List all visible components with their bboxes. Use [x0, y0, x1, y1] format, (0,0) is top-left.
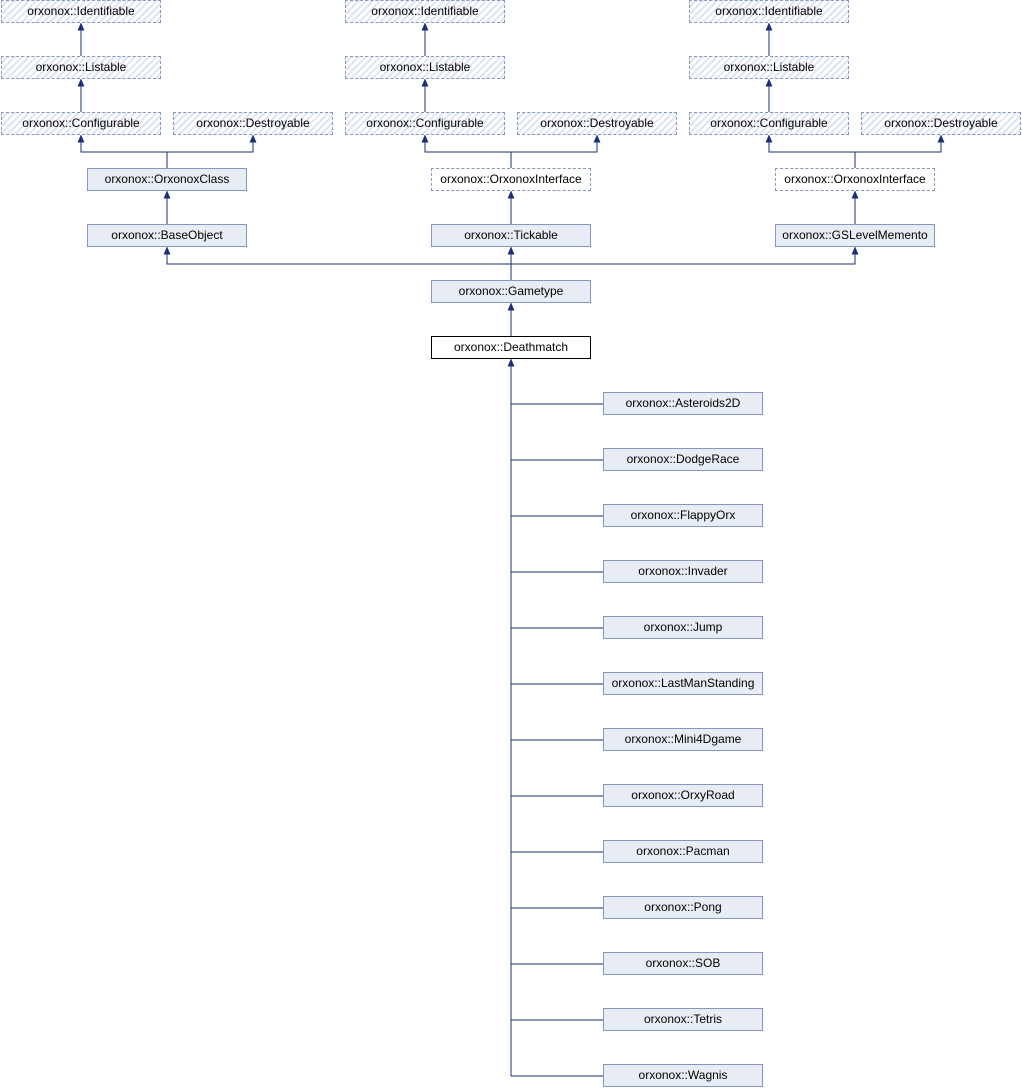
- subclass-node-orxyroad[interactable]: orxonox::OrxyRoad: [603, 784, 763, 807]
- edge-child-to-destroyable-1: [167, 134, 257, 153]
- class-node-orxonoxclass[interactable]: orxonox::OrxonoxClass: [87, 168, 247, 191]
- subclass-node-tetris[interactable]: orxonox::Tetris: [603, 1008, 763, 1031]
- subclass-node-wagnis[interactable]: orxonox::Wagnis: [603, 1064, 763, 1087]
- class-node-orxonoxinterface-2[interactable]: orxonox::OrxonoxInterface: [431, 168, 591, 191]
- edge-gametype-to-baseobject: [163, 246, 512, 280]
- class-node-configurable-2[interactable]: orxonox::Configurable: [345, 112, 505, 135]
- subclass-node-invader[interactable]: orxonox::Invader: [603, 560, 763, 583]
- subclass-node-sob[interactable]: orxonox::SOB: [603, 952, 763, 975]
- class-node-identifiable-3[interactable]: orxonox::Identifiable: [689, 0, 849, 23]
- class-node-identifiable-2[interactable]: orxonox::Identifiable: [345, 0, 505, 23]
- class-node-listable-2[interactable]: orxonox::Listable: [345, 56, 505, 79]
- class-node-destroyable-3[interactable]: orxonox::Destroyable: [861, 112, 1021, 135]
- subclass-node-asteroids2d[interactable]: orxonox::Asteroids2D: [603, 392, 763, 415]
- class-node-gslevelmemento[interactable]: orxonox::GSLevelMemento: [775, 224, 935, 247]
- class-node-tickable[interactable]: orxonox::Tickable: [431, 224, 591, 247]
- edge-child-to-configurable-2: [421, 134, 512, 168]
- class-node-listable-3[interactable]: orxonox::Listable: [689, 56, 849, 79]
- class-node-gametype[interactable]: orxonox::Gametype: [431, 280, 591, 303]
- subclass-node-flappyorx[interactable]: orxonox::FlappyOrx: [603, 504, 763, 527]
- class-node-deathmatch: orxonox::Deathmatch: [431, 336, 591, 359]
- class-node-destroyable-1[interactable]: orxonox::Destroyable: [173, 112, 333, 135]
- edge-child-to-configurable-3: [765, 134, 856, 168]
- class-node-destroyable-2[interactable]: orxonox::Destroyable: [517, 112, 677, 135]
- edge-child-to-destroyable-2: [511, 134, 601, 153]
- subclass-node-pacman[interactable]: orxonox::Pacman: [603, 840, 763, 863]
- subclass-node-dodgerace[interactable]: orxonox::DodgeRace: [603, 448, 763, 471]
- class-node-identifiable-1[interactable]: orxonox::Identifiable: [1, 0, 161, 23]
- subclass-node-lastmanstanding[interactable]: orxonox::LastManStanding: [603, 672, 763, 695]
- class-node-listable-1[interactable]: orxonox::Listable: [1, 56, 161, 79]
- class-node-orxonoxinterface-3[interactable]: orxonox::OrxonoxInterface: [775, 168, 935, 191]
- edge-child-to-configurable-1: [77, 134, 168, 168]
- edge-gametype-to-gslevelmemento: [511, 246, 859, 265]
- subclass-node-mini4dgame[interactable]: orxonox::Mini4Dgame: [603, 728, 763, 751]
- edge-child-to-destroyable-3: [855, 134, 945, 153]
- class-node-baseobject[interactable]: orxonox::BaseObject: [87, 224, 247, 247]
- class-node-configurable-1[interactable]: orxonox::Configurable: [1, 112, 161, 135]
- class-node-configurable-3[interactable]: orxonox::Configurable: [689, 112, 849, 135]
- subclass-node-pong[interactable]: orxonox::Pong: [603, 896, 763, 919]
- subclass-node-jump[interactable]: orxonox::Jump: [603, 616, 763, 639]
